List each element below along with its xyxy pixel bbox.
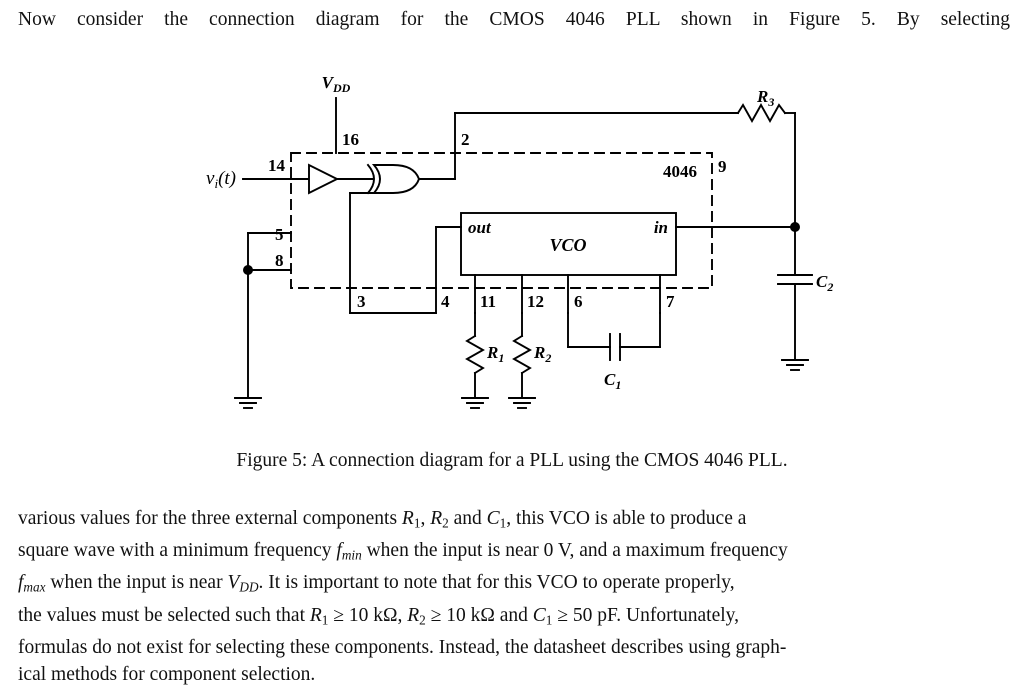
- body-line-4: the values must be selected such that R1…: [18, 602, 1010, 634]
- body-var-vdd: V: [227, 572, 240, 594]
- resistor-r1-symbol: [465, 334, 485, 375]
- body-text-3b: . It is important to note that for this …: [258, 572, 735, 594]
- figure-caption: Figure 5: A connection diagram for a PLL…: [0, 450, 1024, 472]
- ground-symbol-c2: [781, 359, 809, 371]
- body-var-r2-sub: 2: [442, 515, 449, 531]
- pin-12-label: 12: [527, 292, 544, 311]
- pin-7-label: 7: [666, 292, 675, 311]
- ground-symbol-r2: [508, 397, 536, 409]
- body-text-6: ical methods for component selection.: [18, 664, 316, 686]
- pin-3-label: 3: [357, 292, 366, 311]
- vco-in-label: in: [654, 218, 668, 237]
- intro-paragraph: Now consider the connection diagram for …: [18, 6, 1010, 34]
- pll-connection-schematic: VDD 16 vi(t) 14 2 4046 9 5 8 out in VCO …: [206, 73, 833, 409]
- body-var-r2b: R: [407, 604, 420, 626]
- xor-gate-arc-icon: [366, 163, 375, 195]
- buffer-triangle-icon: [308, 163, 340, 195]
- pin-5-label: 5: [275, 225, 284, 244]
- ground-symbol-left: [234, 397, 262, 409]
- body-var-r1b: R: [309, 604, 322, 626]
- body-text-4c: ≥ 10 kΩ and: [425, 604, 533, 626]
- pin-8-label: 8: [275, 251, 284, 270]
- vdd-label: VDD: [322, 73, 351, 95]
- body-var-r2: R: [430, 508, 443, 529]
- chip-4046-label: 4046: [663, 162, 697, 181]
- body-var-c1-sub: 1: [499, 515, 507, 531]
- figure-caption-prefix: Figure 5:: [236, 450, 308, 471]
- body-text-1d: , this VCO is able to produce a: [506, 508, 747, 529]
- body-text-5: formulas do not exist for selecting thes…: [18, 636, 787, 658]
- vco-title-label: VCO: [549, 235, 586, 255]
- body-line-6: ical methods for component selection.: [18, 661, 1010, 689]
- body-var-c1b-sub: 1: [545, 612, 553, 628]
- body-var-fmax: f: [18, 572, 24, 594]
- body-text-3a: when the input is near: [45, 572, 228, 594]
- figure-circuit-diagram: VDD 16 vi(t) 14 2 4046 9 5 8 out in VCO …: [0, 60, 1024, 440]
- body-var-vdd-sub: DD: [239, 580, 259, 596]
- pin-11-label: 11: [480, 292, 496, 311]
- input-signal-label: vi(t): [206, 168, 236, 191]
- pin-2-label: 2: [461, 130, 470, 149]
- body-line-3: fmax when the input is near VDD. It is i…: [18, 569, 1010, 601]
- body-var-c1: C: [486, 508, 500, 529]
- body-text-4d: ≥ 50 pF. Unfortunately,: [552, 604, 740, 626]
- body-line-1: various values for the three external co…: [18, 505, 1010, 537]
- resistor-r3-label: R3: [756, 87, 774, 109]
- body-var-fmin: f: [336, 540, 342, 562]
- junction-dot-c2: [790, 222, 800, 232]
- body-paragraph: various values for the three external co…: [18, 505, 1010, 689]
- body-line-2: square wave with a minimum frequency fmi…: [18, 537, 1010, 569]
- pin-4-label: 4: [441, 292, 450, 311]
- body-var-r2b-sub: 2: [419, 612, 426, 628]
- vco-out-label: out: [468, 218, 492, 237]
- capacitor-c1-label: C1: [604, 370, 621, 392]
- body-var-r1: R: [401, 508, 414, 529]
- junction-dot-ground: [243, 265, 253, 275]
- resistor-r2-symbol: [512, 334, 532, 375]
- body-var-r1-sub: 1: [413, 515, 421, 531]
- body-var-fmax-sub: max: [23, 580, 46, 596]
- body-text-4b: ≥ 10 kΩ,: [328, 604, 408, 626]
- body-text-2b: when the input is near 0 V, and a maximu…: [361, 540, 788, 562]
- ground-symbol-r1: [461, 397, 489, 409]
- vco-block: [460, 212, 677, 276]
- body-text-2a: square wave with a minimum frequency: [18, 540, 337, 562]
- chip-4046-outline: [290, 152, 713, 289]
- intro-line-1: Now consider the connection diagram for …: [18, 9, 1010, 30]
- pin-9-label: 9: [718, 157, 727, 176]
- capacitor-c2-label: C2: [816, 272, 833, 294]
- resistor-r2-label: R2: [533, 343, 551, 365]
- body-text-1b: ,: [420, 508, 431, 529]
- resistor-r3-symbol: [736, 103, 787, 123]
- xor-gate-body: [371, 164, 421, 194]
- body-text-4a: the values must be selected such that: [18, 604, 310, 626]
- resistor-r1-label: R1: [486, 343, 504, 365]
- body-var-r1b-sub: 1: [321, 612, 329, 628]
- figure-caption-text: A connection diagram for a PLL using the…: [311, 450, 788, 471]
- pin-14-label: 14: [268, 156, 286, 175]
- pin-16-label: 16: [342, 130, 359, 149]
- body-var-c1b: C: [532, 604, 546, 626]
- pin-6-label: 6: [574, 292, 583, 311]
- body-line-5: formulas do not exist for selecting thes…: [18, 634, 1010, 662]
- body-text-1c: and: [448, 508, 487, 529]
- body-text-1a: various values for the three external co…: [18, 508, 402, 529]
- body-var-fmin-sub: min: [341, 547, 362, 563]
